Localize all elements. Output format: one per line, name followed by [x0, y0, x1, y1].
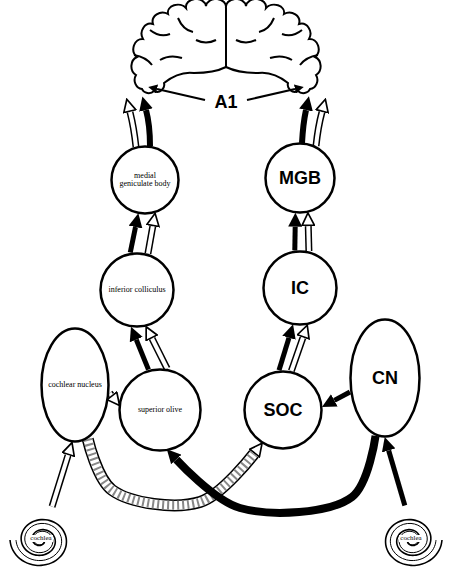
nucleus-circle: IC — [262, 250, 338, 326]
sulcus-line — [300, 55, 318, 65]
nucleus-name: superior olive — [138, 406, 182, 414]
a1-pointer — [157, 89, 205, 100]
nucleus-circle: inferior colliculus — [99, 252, 175, 328]
pathway-stroke — [291, 338, 303, 371]
pathway-arrow — [389, 450, 405, 505]
node-outline-shape — [101, 254, 174, 327]
cochlea-spiral: cochlea — [5, 505, 77, 571]
nucleus-name: inferior colliculus — [108, 286, 165, 294]
node-outline-shape — [351, 320, 420, 437]
pathway-stroke — [389, 450, 405, 505]
pathway-stroke — [292, 227, 297, 251]
sulcus-line — [236, 40, 256, 43]
nucleus-abbreviation: SOC — [263, 401, 302, 419]
spiral-line — [386, 520, 442, 566]
cortex-outline — [131, 0, 320, 93]
pathway-arrow — [152, 338, 167, 368]
nucleus-circle: SOC — [243, 370, 323, 450]
pathway-arrow — [294, 227, 295, 251]
thalamocortical-arrow-fill — [316, 112, 322, 146]
node-outline-shape — [264, 252, 337, 325]
nucleus-ellipse: CN — [349, 318, 421, 438]
nucleus-abbreviation: CN — [372, 369, 398, 387]
nucleus-abbreviation: IC — [291, 279, 309, 297]
pathway-stroke — [136, 340, 148, 370]
nucleus-name: medial geniculate body — [117, 172, 173, 189]
pathway-arrow — [130, 227, 135, 253]
nucleus-circle: MGB — [264, 142, 336, 214]
pathway-stroke — [110, 393, 112, 395]
node-outline-shape — [266, 144, 335, 213]
nucleus-name: cochlear nucleus — [48, 381, 102, 389]
nucleus-abbreviation: MGB — [279, 169, 321, 187]
pathway-arrow — [291, 338, 303, 371]
pathway-arrow — [308, 226, 310, 251]
pathway-stroke — [148, 226, 153, 253]
pathway-arrow — [136, 340, 148, 370]
cortical-projections — [130, 89, 322, 147]
nucleus-circle: superior olive — [118, 368, 202, 452]
pathway-stroke — [52, 455, 68, 506]
node-outline-shape — [112, 147, 179, 214]
pathway-arrow — [279, 338, 289, 370]
thalamocortical-arrow — [146, 110, 150, 146]
thalamocortical-arrow-fill — [130, 112, 136, 147]
left-hemisphere — [131, 0, 226, 93]
spiral-line — [390, 523, 436, 560]
sulcus-line — [270, 56, 292, 60]
thalamocortical-arrow — [130, 112, 136, 147]
thalamocortical-arrow — [302, 110, 306, 143]
right-hemisphere — [226, 0, 321, 93]
sulcus-line — [150, 30, 170, 35]
sulcus-line — [282, 30, 302, 35]
pathway-stroke — [306, 226, 311, 251]
sulcus-line — [134, 55, 152, 65]
sulcus-line — [196, 40, 216, 43]
thalamocortical-arrow — [316, 112, 322, 146]
pathway-stroke — [130, 227, 135, 253]
pathway-stroke — [305, 226, 313, 251]
pathway-stroke — [152, 338, 167, 368]
nucleus-name: cochlea — [399, 535, 422, 542]
spiral-line — [16, 523, 62, 560]
sulcus-line — [160, 56, 182, 60]
hemisphere-outline — [226, 0, 321, 93]
spiral-line — [10, 520, 66, 566]
pathway-stroke — [52, 455, 68, 506]
node-outline-shape — [120, 370, 201, 451]
pathway-arrow — [52, 455, 68, 506]
pathway-stroke — [334, 392, 350, 400]
pathway-stroke — [152, 338, 167, 368]
pathway-stroke — [148, 226, 153, 253]
cochlea-spiral: cochlea — [375, 505, 447, 571]
hemisphere-outline — [131, 0, 226, 93]
pathway-stroke — [279, 338, 289, 370]
a1-pointer — [247, 89, 295, 100]
pathway-arrow — [334, 392, 350, 400]
pathway-stroke — [291, 338, 303, 371]
area-label: A1 — [201, 93, 251, 111]
pathway-arrow — [110, 393, 112, 395]
pathway-stroke — [110, 393, 112, 395]
nucleus-circle: medial geniculate body — [110, 145, 180, 215]
nucleus-name: cochlea — [29, 535, 52, 542]
sulcus-line — [178, 18, 193, 32]
pathway-arrow — [148, 226, 153, 253]
node-outline-shape — [42, 329, 109, 442]
node-outline-shape — [245, 372, 322, 449]
nucleus-ellipse: cochlear nucleus — [40, 327, 110, 443]
sulcus-line — [259, 18, 274, 32]
